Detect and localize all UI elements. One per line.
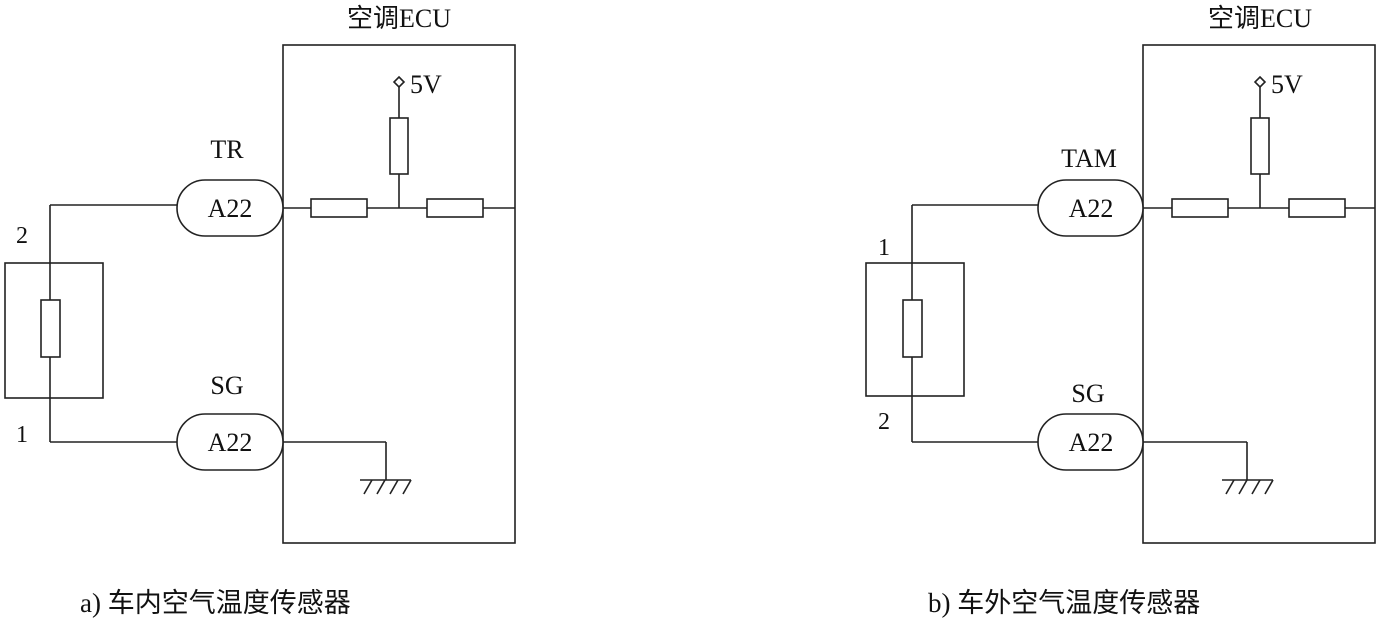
thermistor (902, 299, 923, 358)
bottom-connector-code: A22 (1069, 428, 1114, 457)
thermistor (40, 299, 61, 358)
sensor-housing (865, 262, 965, 397)
top-connector-code: A22 (1069, 194, 1114, 223)
ecu-label: 空调ECU (1208, 4, 1312, 33)
sensor-pin-top: 1 (878, 235, 890, 261)
pullup-resistor (1250, 117, 1270, 175)
top-connector (1037, 179, 1144, 237)
series-resistor-right (1288, 198, 1346, 218)
top-connector-code: A22 (208, 194, 253, 223)
top-connector-signal: TR (210, 135, 244, 164)
sensor-pin-bottom: 1 (16, 422, 28, 448)
caption: b) 车外空气温度传感器 (928, 588, 1200, 618)
series-resistor-right (426, 198, 484, 218)
bottom-connector-signal: SG (1071, 379, 1104, 408)
series-resistor-left (310, 198, 368, 218)
sensor-pin-top: 2 (16, 223, 28, 249)
pullup-resistor (389, 117, 409, 175)
circuit-diagram-b: 空调ECU 5V TAM A22 SG A22 (865, 4, 1376, 618)
circuit-diagram-a: 空调ECU 5V TR A22 SG A22 (4, 4, 516, 618)
bottom-connector-signal: SG (210, 371, 243, 400)
top-connector-signal: TAM (1061, 144, 1117, 173)
supply-label: 5V (1271, 70, 1303, 99)
series-resistor-left (1171, 198, 1229, 218)
caption: a) 车内空气温度传感器 (80, 588, 351, 618)
sensor-housing (4, 262, 104, 399)
ecu-label: 空调ECU (347, 4, 451, 33)
top-connector (176, 179, 284, 237)
ground-symbol (360, 479, 412, 495)
sensor-pin-bottom: 2 (878, 409, 890, 435)
ground-symbol (1222, 479, 1274, 495)
supply-label: 5V (410, 70, 442, 99)
bottom-connector-code: A22 (208, 428, 253, 457)
